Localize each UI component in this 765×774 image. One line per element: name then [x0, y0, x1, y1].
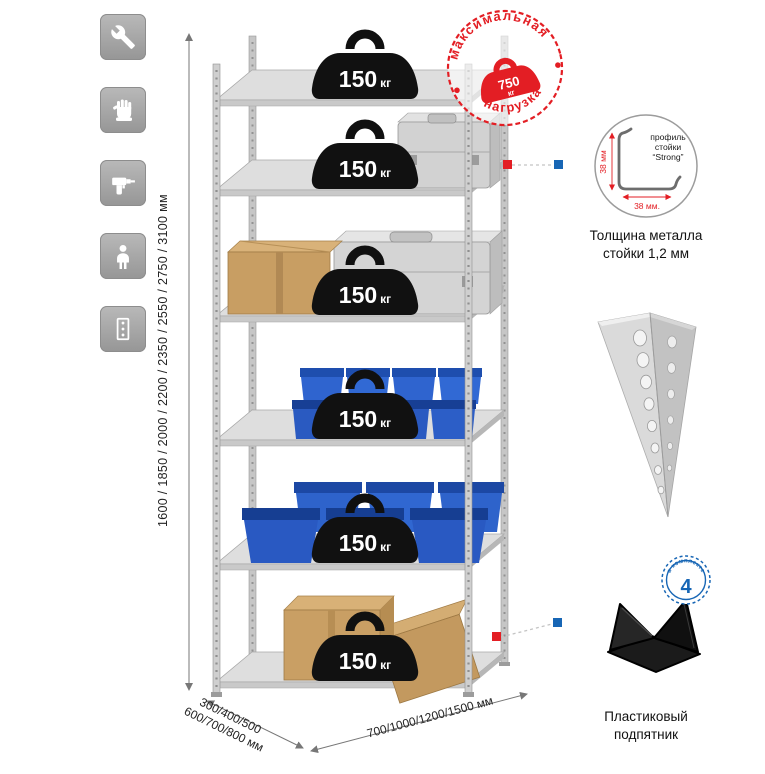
- detail-connectors: [492, 160, 563, 641]
- foot-caption-line-1: Пластиковый: [604, 709, 688, 724]
- svg-text:профиль: профиль: [650, 132, 686, 142]
- profile-dim-horizontal: 38 мм.: [634, 201, 660, 211]
- svg-text:кг: кг: [507, 88, 516, 98]
- plastic-foot-detail: [607, 599, 701, 673]
- height-dimension-label: 1600 / 1850 / 2000 / 2200 / 2350 / 2550 …: [156, 194, 170, 528]
- svg-text:стойки: стойки: [655, 142, 681, 152]
- shelving-rack: [211, 35, 510, 704]
- feature-tile-tools: [100, 14, 146, 60]
- profile-caption: Толщина металла стойки 1,2 мм: [566, 227, 726, 262]
- red-marker: [503, 160, 512, 169]
- stamp-weight-icon: 750 кг: [480, 57, 541, 104]
- feature-tile-drill: [100, 160, 146, 206]
- wrench-icon: [111, 25, 135, 49]
- svg-text:4: 4: [680, 576, 692, 598]
- red-marker: [492, 632, 501, 641]
- blue-marker: [553, 618, 562, 627]
- profile-drawing: [617, 127, 682, 191]
- profile-detail: 38 мм 38 мм. профиль стойки “Strong”: [594, 114, 698, 218]
- feature-tile-person: [100, 233, 146, 279]
- angle-post-detail: [597, 312, 697, 518]
- rack-icon: [116, 317, 130, 341]
- profile-caption-line-1: Толщина металла: [589, 228, 703, 243]
- foot-caption-line-2: подпятник: [613, 726, 679, 742]
- blue-marker: [554, 160, 563, 169]
- feature-tile-gloves: [100, 87, 146, 133]
- person-icon: [117, 244, 129, 269]
- profile-caption-line-2: стойки 1,2 мм: [602, 245, 690, 261]
- svg-text:“Strong”: “Strong”: [652, 152, 683, 162]
- gloves-icon: [113, 99, 132, 121]
- svg-text:750: 750: [496, 73, 521, 93]
- foot-caption: Пластиковый подпятник: [566, 708, 726, 743]
- profile-dim-vertical: 38 мм: [598, 150, 608, 174]
- depth-dimension-line: [206, 700, 304, 749]
- width-dimension-line: [310, 691, 528, 754]
- max-load-stamp: максимальная нагрузка 750 кг: [437, 0, 564, 127]
- drill-icon: [112, 177, 135, 195]
- set-count-badge: в комплекте 4: [661, 555, 711, 605]
- feature-tile-rack: [100, 306, 146, 352]
